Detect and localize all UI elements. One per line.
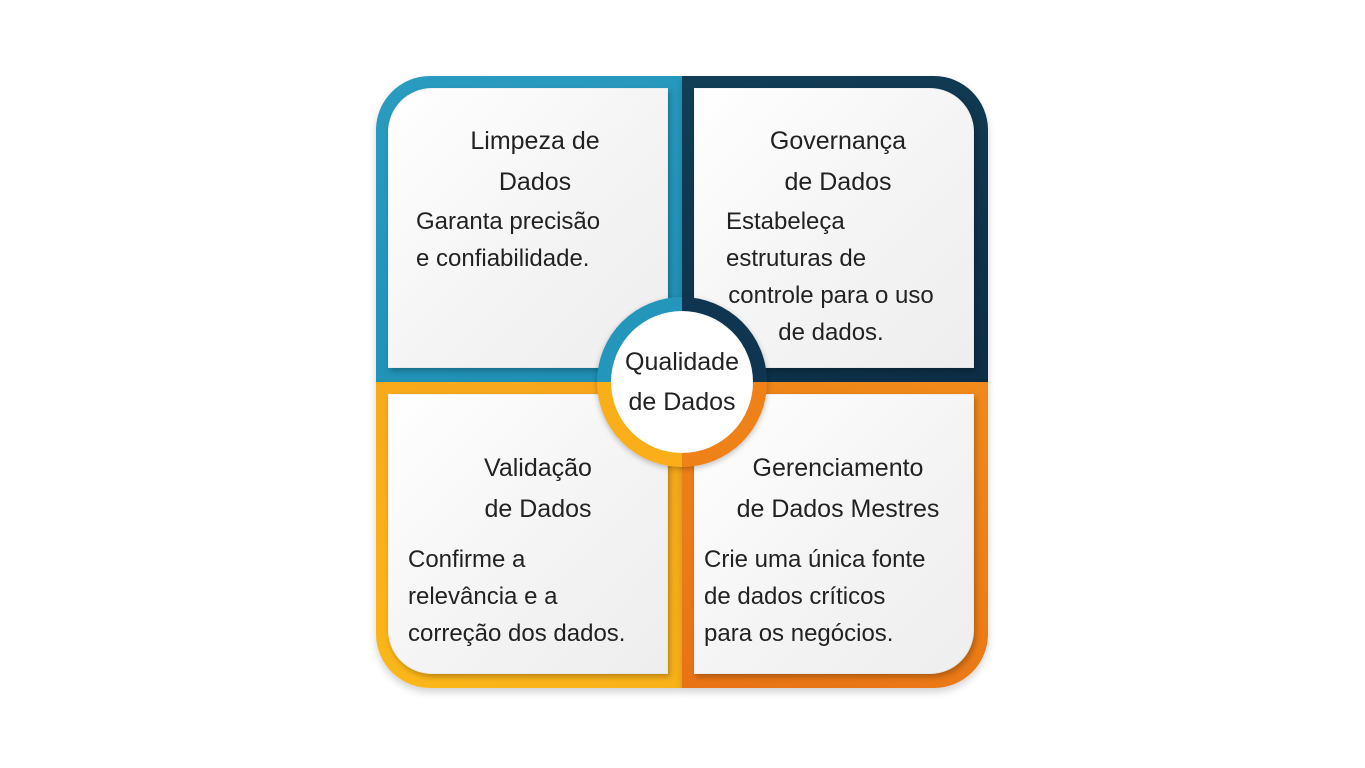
card-title-line: Gerenciamento xyxy=(752,454,924,482)
card-description-line: de dados. xyxy=(778,319,884,346)
card-title: Governança de Dados xyxy=(694,121,974,203)
center-label-line: de Dados xyxy=(628,388,736,416)
card-description-line: Garanta precisão xyxy=(416,208,601,235)
center-label-line: Qualidade xyxy=(625,348,739,376)
center-ring: Qualidade de Dados xyxy=(597,297,767,467)
card-description-line: controle para o uso xyxy=(728,282,934,309)
card-description-line: estruturas de xyxy=(726,245,867,272)
card-title-line: Dados xyxy=(498,168,572,196)
card-title: Gerenciamento de Dados Mestres xyxy=(694,448,974,530)
card-title-line: Governança xyxy=(769,127,907,155)
data-quality-diagram: Limpeza de Dados Garanta precisão e conf… xyxy=(376,76,988,688)
card-description-line: para os negócios. xyxy=(704,620,894,647)
card-description: Crie uma única fonte de dados críticos p… xyxy=(704,541,925,652)
card-title-line: Limpeza de xyxy=(470,127,600,155)
card-title-line: de Dados Mestres xyxy=(736,495,940,523)
card-title-line: de Dados xyxy=(784,168,892,196)
card-title-line: de Dados xyxy=(484,495,592,523)
center-circle: Qualidade de Dados xyxy=(611,311,753,453)
card-description-line: Confirme a xyxy=(408,546,526,573)
card-description-line: Crie uma única fonte xyxy=(704,546,926,573)
card-description-line: correção dos dados. xyxy=(408,620,626,647)
card-description: Confirme a relevância e a correção dos d… xyxy=(408,541,625,652)
card-description: Estabeleça estruturas de controle para o… xyxy=(706,203,956,351)
card-description-line: e confiabilidade. xyxy=(416,245,590,272)
card-title-line: Validação xyxy=(484,454,592,482)
card-description-line: de dados críticos xyxy=(704,583,886,610)
card-validacao-de-dados: Validação de Dados Confirme a relevância… xyxy=(388,394,668,674)
card-description-line: relevância e a xyxy=(408,583,558,610)
card-governanca-de-dados: Governança de Dados Estabeleça estrutura… xyxy=(694,88,974,368)
card-title: Validação de Dados xyxy=(388,448,668,530)
card-description: Garanta precisão e confiabilidade. xyxy=(416,203,600,277)
card-title: Limpeza de Dados xyxy=(388,121,668,203)
card-description-line: Estabeleça xyxy=(726,208,845,235)
